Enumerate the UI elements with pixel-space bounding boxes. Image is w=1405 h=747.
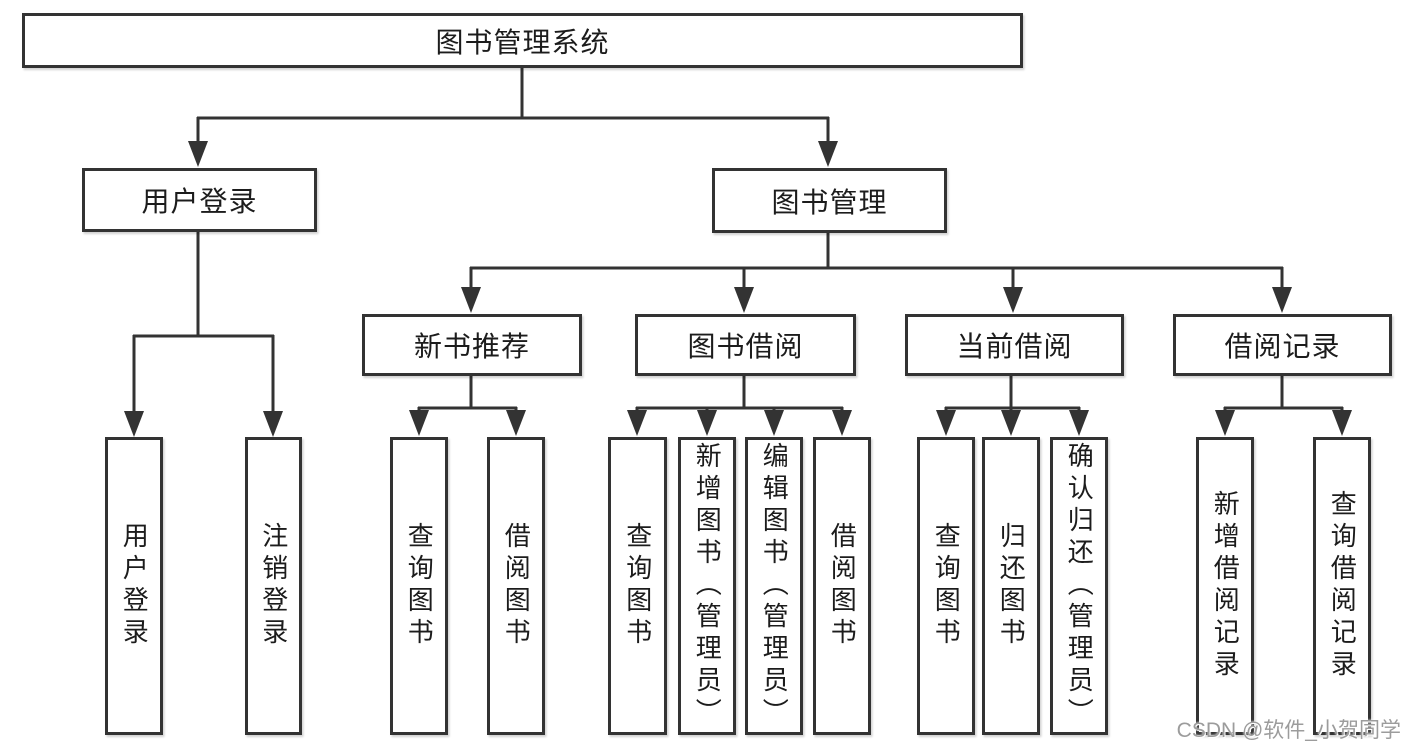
node-user-login-label: 用户登录	[141, 186, 258, 217]
leaf-borrow-books-recommend: 借阅图书	[487, 437, 545, 735]
leaf-query-books-recommend-label: 查询图书	[404, 522, 435, 650]
node-book-borrowing: 图书借阅	[635, 314, 856, 376]
leaf-add-books-admin: 新增图书（管理员）	[678, 437, 736, 735]
leaf-borrow-books: 借阅图书	[813, 437, 871, 735]
node-book-borrowing-label: 图书借阅	[687, 331, 804, 362]
leaf-query-books-borrowing: 查询图书	[608, 437, 667, 735]
leaf-return-books-label: 归还图书	[996, 522, 1027, 650]
leaf-query-books-current: 查询图书	[917, 437, 975, 735]
node-book-management-label: 图书管理	[771, 186, 888, 218]
leaf-logout: 注销登录	[245, 437, 302, 735]
leaf-add-borrow-record: 新增借阅记录	[1196, 437, 1254, 735]
leaf-logout-label: 注销登录	[258, 522, 289, 650]
node-current-borrowing-label: 当前借阅	[956, 331, 1073, 362]
leaf-borrow-books-recommend-label: 借阅图书	[501, 522, 532, 650]
node-current-borrowing: 当前借阅	[905, 314, 1124, 376]
node-borrowing-records: 借阅记录	[1173, 314, 1392, 376]
node-borrowing-records-label: 借阅记录	[1224, 331, 1341, 362]
node-book-management: 图书管理	[712, 168, 947, 233]
leaf-query-borrow-record-label: 查询借阅记录	[1327, 490, 1358, 682]
leaf-query-books-recommend: 查询图书	[390, 437, 448, 735]
node-root: 图书管理系统	[22, 13, 1023, 68]
leaf-confirm-return-admin: 确认归还（管理员）	[1050, 437, 1108, 735]
leaf-return-books: 归还图书	[982, 437, 1040, 735]
leaf-edit-books-admin-label: 编辑图书（管理员）	[759, 442, 790, 730]
leaf-query-books-borrowing-label: 查询图书	[622, 522, 653, 650]
node-root-label: 图书管理系统	[435, 26, 610, 58]
node-new-book-recommend: 新书推荐	[362, 314, 582, 376]
node-user-login: 用户登录	[82, 168, 317, 232]
leaf-add-borrow-record-label: 新增借阅记录	[1210, 490, 1241, 682]
node-new-book-recommend-label: 新书推荐	[413, 331, 530, 362]
leaf-confirm-return-admin-label: 确认归还（管理员）	[1064, 442, 1095, 730]
leaf-query-books-current-label: 查询图书	[931, 522, 962, 650]
leaf-user-login-label: 用户登录	[119, 522, 150, 650]
watermark: CSDN @软件_小贺同学	[1176, 719, 1401, 742]
leaf-user-login: 用户登录	[105, 437, 163, 735]
leaf-add-books-admin-label: 新增图书（管理员）	[692, 442, 723, 730]
leaf-borrow-books-label: 借阅图书	[827, 522, 858, 650]
leaf-query-borrow-record: 查询借阅记录	[1313, 437, 1371, 735]
leaf-edit-books-admin: 编辑图书（管理员）	[745, 437, 803, 735]
